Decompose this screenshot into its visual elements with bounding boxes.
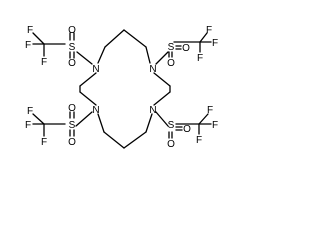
oxygen-atom: O (68, 103, 76, 114)
sulfur-atom: S (168, 42, 175, 53)
n-s-bond (155, 111, 169, 127)
nitrogen-atom: N (92, 64, 99, 75)
n-s-bond (76, 51, 93, 65)
oxygen-atom: O (167, 139, 175, 150)
nitrogen-atom: N (149, 105, 156, 116)
fluorine-atom: F (197, 53, 203, 64)
ring-bond (145, 46, 151, 64)
n-s-bond (155, 51, 169, 65)
fluorine-atom: F (41, 57, 47, 68)
ring-bond (97, 113, 105, 133)
nitrogen-atom: N (92, 105, 99, 116)
triflyl-group-top-left (32, 32, 75, 59)
ring-bond (79, 91, 97, 106)
fluorine-atom: F (25, 40, 31, 51)
c-f-bond (32, 113, 45, 125)
triflyl-group-bottom-right (168, 113, 212, 139)
ring-bond (123, 29, 147, 48)
ring-bond (145, 113, 153, 133)
fluorine-atom: F (27, 106, 33, 117)
fluorine-atom: F (41, 137, 47, 148)
atom-labels: N N N N S O O F F F S O O F F F S O O F … (25, 25, 218, 150)
nitrogen-atom: N (149, 64, 156, 75)
ring-bond (104, 29, 125, 48)
fluorine-atom: F (206, 25, 212, 36)
ring-bond (153, 72, 171, 87)
tetrakis-triflyl-cyclam-structure: N N N N S O O F F F S O O F F F S O O F … (25, 25, 218, 150)
fluorine-atom: F (212, 120, 218, 131)
sulfur-atom: S (69, 120, 76, 131)
ring-bond (153, 91, 171, 106)
macrocycle-ring (79, 29, 171, 149)
ring-bond (97, 46, 106, 64)
triflyl-group-bottom-left (32, 111, 75, 137)
sulfur-atom: S (69, 42, 76, 53)
c-f-bond (199, 32, 208, 43)
triflyl-group-top-right (168, 32, 212, 58)
oxygen-atom: O (68, 137, 76, 148)
fluorine-atom: F (196, 135, 202, 146)
ring-bond (123, 131, 147, 149)
oxygen-atom: O (183, 124, 191, 135)
oxygen-atom: O (167, 58, 175, 69)
oxygen-atom: O (68, 25, 76, 36)
fluorine-atom: F (27, 25, 33, 36)
ring-bond (79, 72, 97, 87)
ring-bond (103, 131, 125, 149)
fluorine-atom: F (212, 38, 218, 49)
c-f-bond (198, 113, 209, 125)
n-s-bond (75, 111, 93, 127)
molecule-canvas: N N N N S O O F F F S O O F F F S O O F … (24, 25, 219, 150)
oxygen-atom: O (182, 43, 190, 54)
c-f-bond (32, 32, 45, 45)
sulfur-atom: S (168, 120, 175, 131)
fluorine-atom: F (207, 105, 213, 116)
fluorine-atom: F (25, 120, 31, 131)
n-s-bonds (75, 51, 169, 127)
oxygen-atom: O (68, 58, 76, 69)
